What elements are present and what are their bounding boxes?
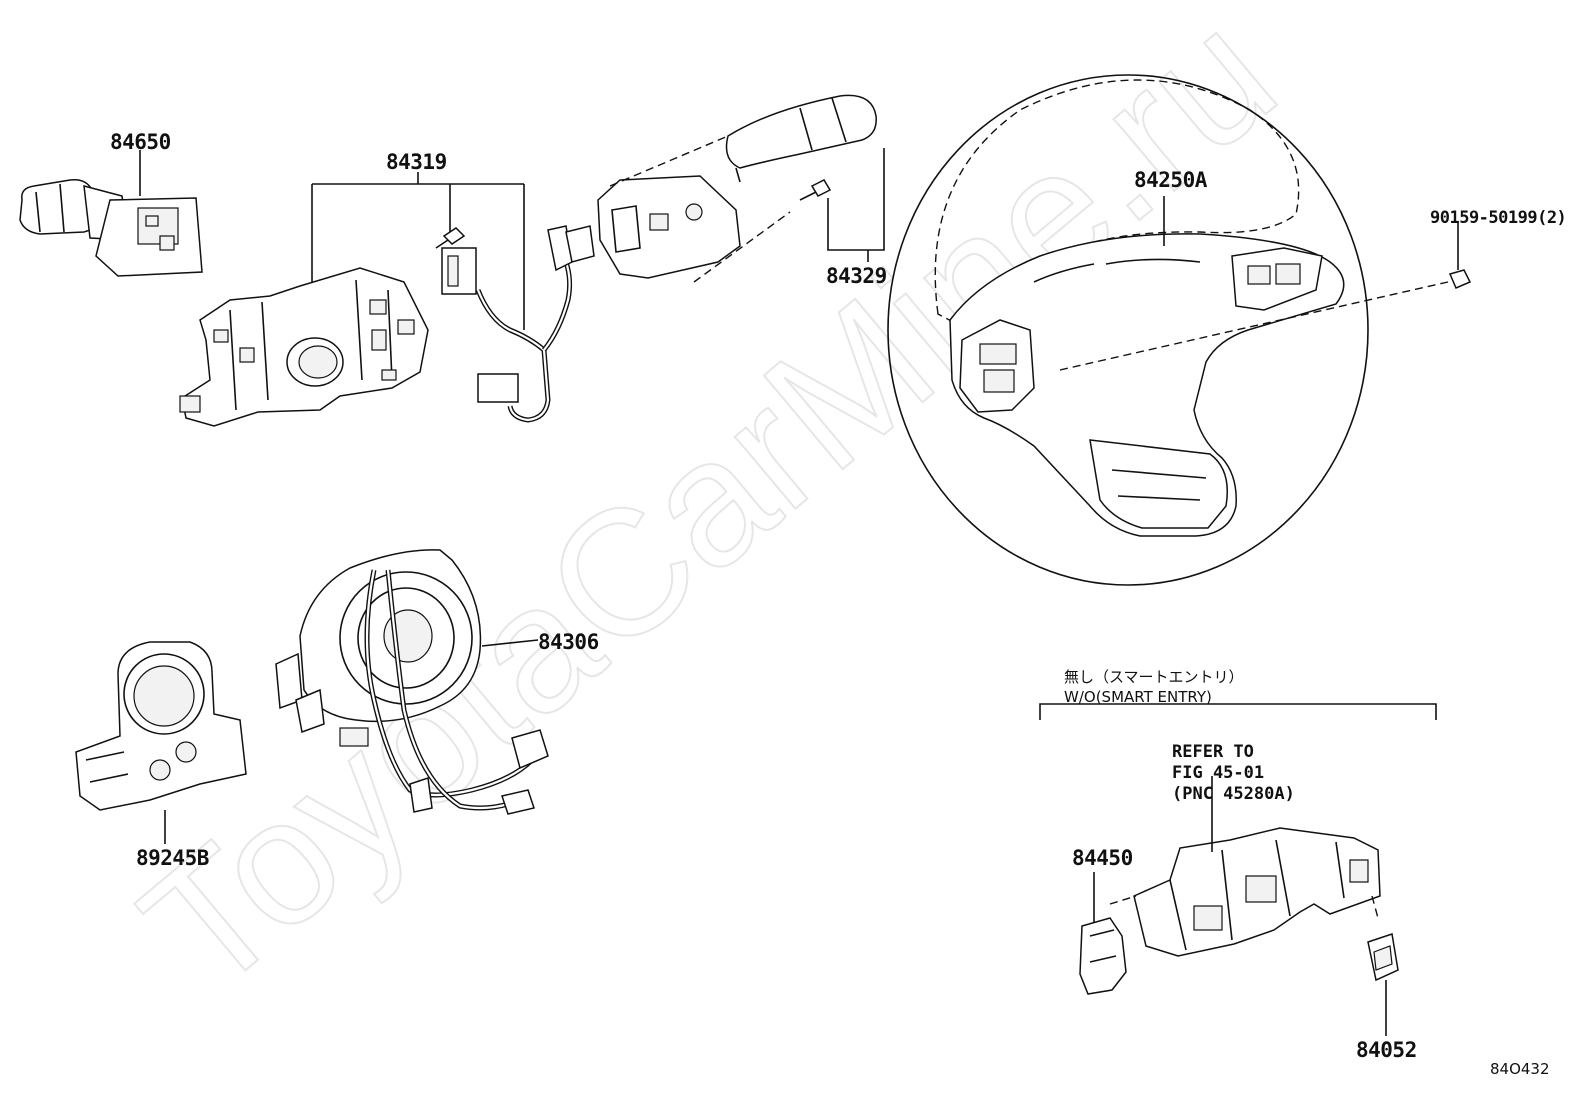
condition-en: W/O(SMART ENTRY): [1064, 688, 1212, 706]
label-84319: 84319: [386, 150, 447, 174]
wiper-switch-84329: [597, 94, 877, 283]
screw-84319: [435, 227, 466, 249]
condition-jp: 無し（スマートエントリ）: [1064, 668, 1244, 686]
condition-bracket: [1039, 703, 1437, 720]
steering-sensor-89245B: [75, 641, 247, 844]
lever-switch-84650: [19, 178, 203, 277]
label-90159-50199: 90159-50199(2): [1430, 208, 1567, 228]
spiral-cable-84306: [275, 549, 549, 815]
switch-84450: [1079, 872, 1127, 995]
label-84329: 84329: [826, 264, 887, 288]
column-housing: [1109, 776, 1381, 957]
label-84306: 84306: [538, 630, 599, 654]
refer-line-1: REFER TO: [1172, 742, 1254, 762]
switch-84052: [1367, 933, 1399, 1036]
label-84052: 84052: [1356, 1038, 1417, 1062]
label-84250A: 84250A: [1134, 168, 1207, 192]
refer-line-2: FIG 45-01: [1172, 763, 1265, 783]
screw-84329: [799, 179, 832, 201]
bolt-90159: [1448, 222, 1472, 289]
label-84650: 84650: [110, 130, 171, 154]
label-84450: 84450: [1072, 846, 1133, 870]
figure-id: 84O432: [1490, 1060, 1550, 1078]
refer-note: REFER TO FIG 45-01 (PNC 45280A): [1172, 742, 1295, 805]
leader-lines: [139, 148, 1165, 330]
harness-84319: [441, 225, 595, 423]
label-89245B: 89245B: [136, 846, 209, 870]
refer-line-3: (PNC 45280A): [1172, 784, 1295, 804]
combination-switch-84319: [179, 267, 429, 427]
steering-wheel-84250A: [887, 74, 1449, 586]
